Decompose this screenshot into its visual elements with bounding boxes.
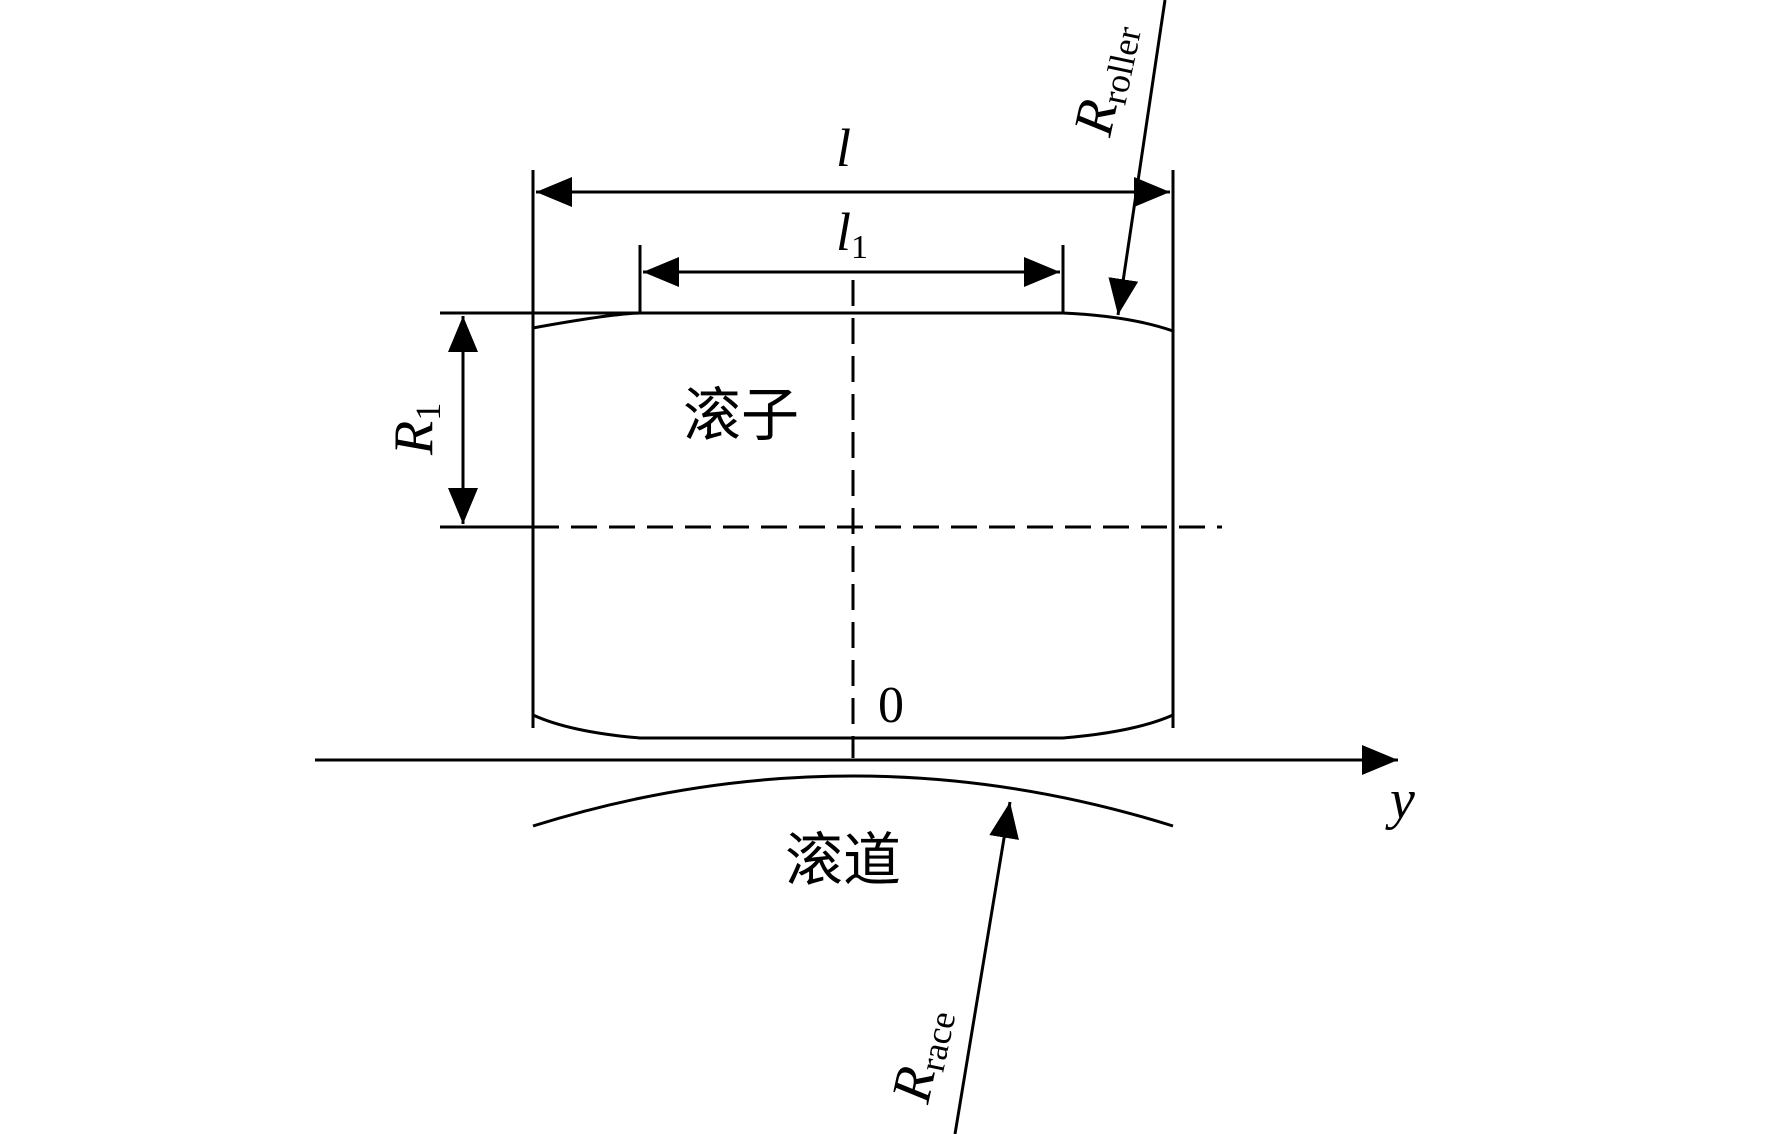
label-r-race-sub: race: [912, 1008, 964, 1075]
label-y-axis: y: [1385, 769, 1415, 831]
label-roller: 滚子: [683, 381, 799, 449]
label-r-roller-sub: roller: [1094, 23, 1149, 108]
label-r1-sub: 1: [408, 403, 448, 421]
raceway-curve: [532, 774, 1174, 828]
label-l1-base: l: [836, 202, 851, 262]
roller-radius-leader-arrow: [1108, 0, 1167, 316]
label-origin: 0: [878, 677, 904, 734]
label-l1-sub: 1: [851, 229, 868, 266]
label-r1-base: R: [383, 421, 445, 456]
raceway-radius-leader-arrow: [953, 801, 1019, 1134]
label-raceway: 滚道: [785, 826, 901, 894]
label-r1: R1: [383, 403, 448, 456]
label-r-race: Rrace: [880, 1003, 963, 1110]
label-l1: l1: [836, 202, 868, 266]
label-r-roller: Rroller: [1062, 18, 1149, 142]
label-l: l: [836, 118, 851, 178]
